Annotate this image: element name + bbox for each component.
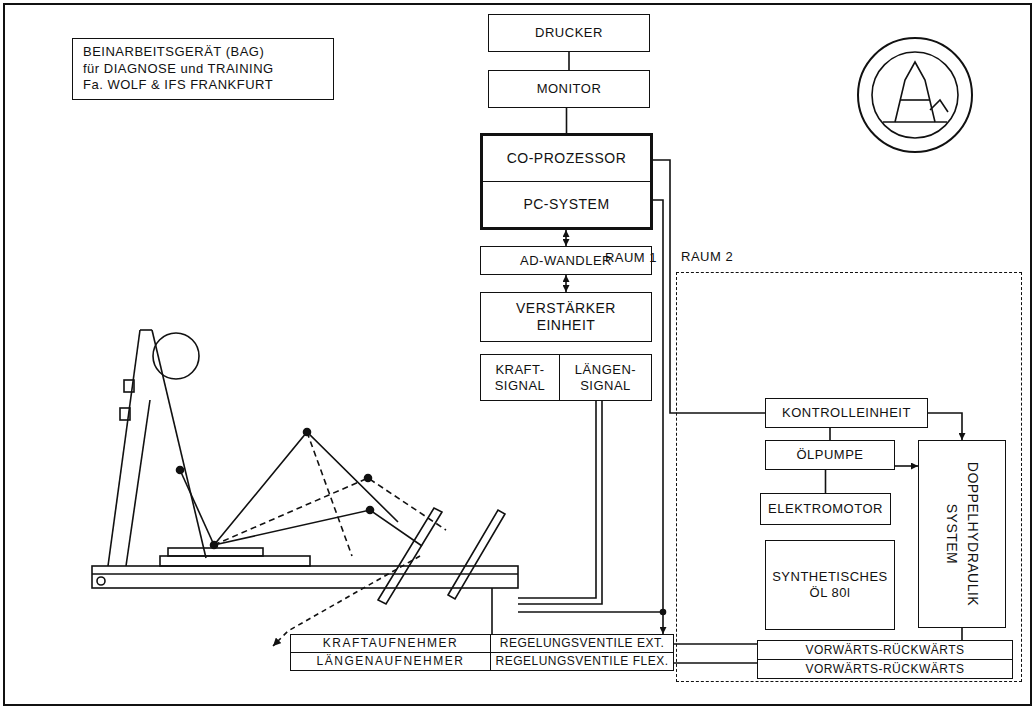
connector [568, 52, 570, 70]
sensor-wire [491, 588, 493, 634]
box-section: PC-SYSTEM [483, 182, 650, 227]
leg-machine [92, 330, 518, 604]
connector [674, 643, 757, 645]
connector [566, 108, 568, 133]
wiring [273, 401, 666, 646]
base-rail [92, 573, 518, 575]
signal-box: KRAFT- SIGNAL [480, 354, 560, 401]
signal-box: LÄNGEN- SIGNAL [559, 354, 652, 401]
sensor-box: LÄNGENAUFNEHMER [290, 652, 491, 671]
valve-box: REGELUNGSVENTILE FLEX. [490, 652, 674, 671]
seal-emblem [895, 62, 935, 122]
connector [961, 628, 963, 640]
seal-emblem [900, 99, 930, 101]
amplifier-box: VERSTÄRKER EINHEIT [480, 292, 652, 342]
node-text: LÄNGENAUFNEHMER [295, 654, 486, 668]
frame-strut [140, 329, 152, 331]
node-text: VORWÄRTS-RÜCKWÄRTS [762, 662, 1008, 676]
connector [829, 428, 831, 440]
seal-emblem [930, 100, 948, 112]
sensor-leader [273, 556, 420, 646]
hydraulic-box: DOPPELHYDRAULIK SYSTEM [918, 440, 1006, 628]
frame-strut [126, 400, 150, 566]
seal-ring [872, 52, 958, 138]
joint-dot [367, 507, 374, 514]
joint-dot [365, 475, 372, 482]
control-wire [518, 611, 663, 613]
sensor-box: KRAFTAUFNEHMER [290, 634, 491, 653]
connector [653, 200, 663, 634]
leg-position [214, 432, 398, 545]
leg-position [214, 510, 422, 546]
node-text: DOPPELHYDRAULIK SYSTEM [941, 446, 983, 622]
signal-wire [518, 401, 596, 598]
frame-strut [108, 330, 140, 566]
seal-ring [858, 38, 972, 152]
node-text: ELEKTROMOTOR [765, 501, 886, 517]
joint-dot [177, 467, 184, 474]
process-box: ELEKTROMOTOR [760, 493, 891, 525]
leg-position [214, 478, 446, 545]
display-box: MONITOR [488, 70, 650, 108]
process-box: ÖLPUMPE [765, 440, 895, 470]
institute-seal [858, 38, 972, 152]
node-text: MONITOR [493, 81, 645, 97]
output-box: DRUCKER [488, 14, 650, 52]
node-text: RAUM 2 [681, 249, 733, 265]
joint-dot [211, 542, 218, 549]
node-text: KRAFT- SIGNAL [485, 362, 555, 393]
node-text: BEINARBEITSGERÄT (BAG) [83, 44, 323, 61]
base-pivot [97, 577, 105, 585]
title-box: BEINARBEITSGERÄT (BAG)für DIAGNOSE und T… [72, 38, 334, 100]
backrest [152, 330, 206, 558]
node-text: VERSTÄRKER EINHEIT [501, 300, 631, 334]
node-text: für DIAGNOSE und TRAINING [83, 61, 323, 78]
connector [653, 160, 765, 413]
computer-box: CO-PROZESSOR PC-SYSTEM [480, 133, 653, 230]
room-region: RAUM 2KONTROLLEINHEITÖLPUMPEELEKTROMOTOR… [676, 272, 1022, 682]
frame-tab [120, 408, 130, 420]
valve-direction-box: VORWÄRTS-RÜCKWÄRTS [757, 659, 1013, 679]
node-text: SYNTHETISCHES ÖL 80l [770, 569, 890, 600]
frame-tab [124, 380, 134, 392]
node-text: ÖLPUMPE [770, 447, 890, 463]
node-text: CO-PROZESSOR [507, 150, 627, 167]
node-text: Fa. WOLF & IFS FRANKFURT [83, 77, 323, 94]
body-line [180, 470, 214, 545]
node-text: VORWÄRTS-RÜCKWÄRTS [762, 643, 1008, 657]
foot-plate [448, 510, 505, 599]
head-rest [153, 333, 199, 379]
room-label: RAUM 1 [605, 250, 657, 266]
connector [825, 470, 827, 493]
seat [168, 548, 263, 556]
box-section: CO-PROZESSOR [483, 136, 650, 182]
foot-plate [378, 508, 442, 604]
valve-direction-box: VORWÄRTS-RÜCKWÄRTS [757, 640, 1013, 660]
connector [565, 275, 567, 292]
node-text: REGELUNGSVENTILE EXT. [495, 636, 669, 650]
node-text: DRUCKER [493, 25, 645, 41]
connector [895, 465, 918, 467]
connector [928, 413, 962, 440]
node-text: REGELUNGSVENTILE FLEX. [495, 654, 669, 668]
seat-carriage [160, 556, 310, 566]
connector [565, 230, 567, 246]
process-box: KONTROLLEINHEIT [765, 398, 928, 428]
page-frame [4, 4, 1031, 705]
seal-emblem [883, 121, 947, 123]
node-text: KONTROLLEINHEIT [770, 405, 923, 421]
signal-wire [518, 401, 602, 604]
connector [674, 662, 757, 664]
node-text: PC-SYSTEM [523, 196, 609, 213]
valve-box: REGELUNGSVENTILE EXT. [490, 634, 674, 653]
tank-box: SYNTHETISCHES ÖL 80l [765, 540, 895, 630]
node-text: KRAFTAUFNEHMER [295, 636, 486, 650]
node-text: LÄNGEN- SIGNAL [566, 362, 646, 393]
joint-dot [304, 429, 311, 436]
leg-position [307, 432, 352, 556]
